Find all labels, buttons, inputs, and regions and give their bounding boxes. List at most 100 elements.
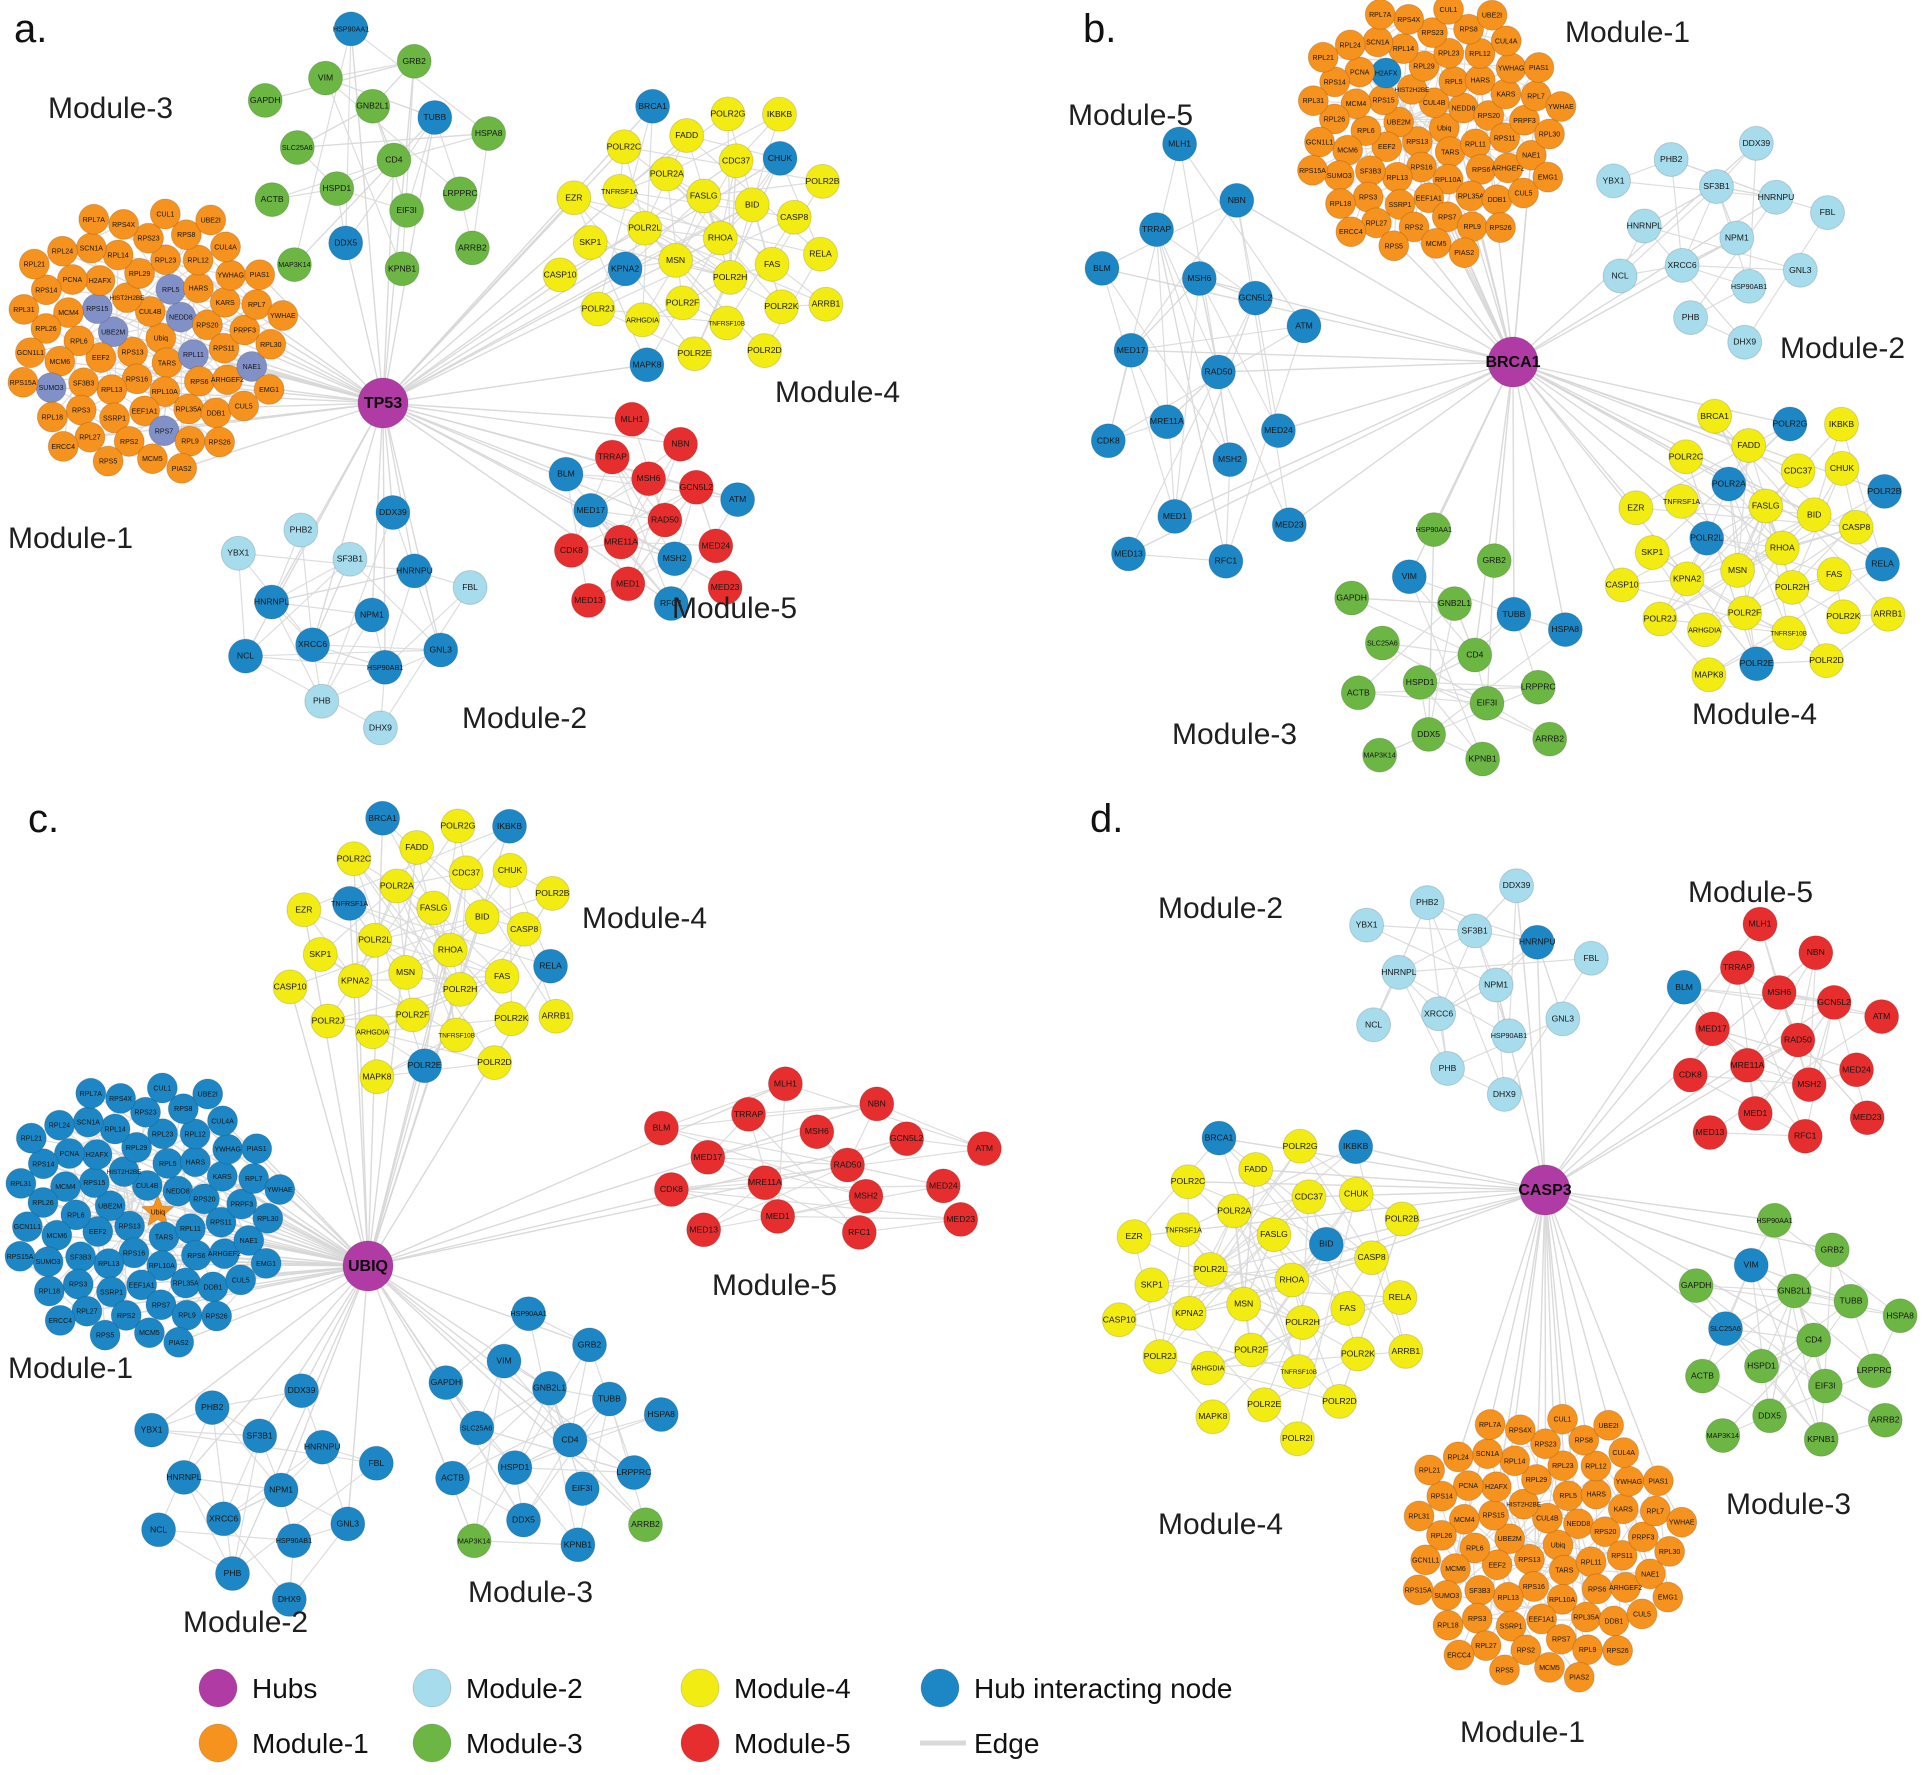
network-node[interactable]: HNRNPL	[1381, 954, 1417, 990]
network-node[interactable]: SF3B1	[1699, 169, 1734, 204]
network-node[interactable]: HSP90AB1	[1731, 268, 1767, 304]
network-node[interactable]: HSP90AB1	[276, 1523, 312, 1559]
network-node[interactable]: IKBKB	[762, 96, 797, 132]
network-node[interactable]: CUL1	[1547, 1403, 1578, 1435]
network-node[interactable]: DDX5	[1411, 716, 1447, 752]
network-node[interactable]: RPL5	[152, 1147, 184, 1179]
network-node[interactable]: RPS20	[1589, 1516, 1621, 1548]
network-node[interactable]: RHOA	[432, 932, 468, 968]
network-node[interactable]: CUL4B	[134, 296, 166, 327]
network-node[interactable]: MRE11A	[1149, 404, 1185, 440]
network-node[interactable]: FBL	[1573, 940, 1609, 976]
network-node[interactable]: ARRB2	[1867, 1402, 1903, 1438]
network-node[interactable]: UBE2I	[1476, 0, 1508, 31]
network-node[interactable]: RPS4X	[108, 208, 140, 240]
network-node[interactable]: ARHGDIA	[1687, 612, 1722, 648]
network-node[interactable]: TRRAP	[731, 1096, 766, 1132]
network-node[interactable]: PRPF3	[229, 314, 261, 346]
network-node[interactable]: POLR2F	[1727, 595, 1763, 631]
network-node[interactable]: NBN	[663, 426, 698, 462]
network-node[interactable]: POLR2C	[606, 129, 642, 165]
network-node[interactable]: POLR2A	[1711, 466, 1747, 502]
network-node[interactable]: NPM1	[263, 1472, 299, 1508]
network-node[interactable]: YBX1	[1349, 907, 1385, 943]
network-node[interactable]: HNRNPU	[396, 553, 433, 589]
network-node[interactable]: MAPK8	[629, 347, 665, 383]
network-node[interactable]: FBL	[1810, 195, 1845, 231]
network-node[interactable]: PHB	[304, 683, 340, 719]
network-node[interactable]: RPL35A	[173, 393, 205, 425]
network-node[interactable]: H2AFX	[1480, 1471, 1512, 1503]
network-node[interactable]: DDB1	[200, 397, 232, 429]
network-node[interactable]: CDC37	[448, 855, 484, 891]
network-node[interactable]: CDK8	[653, 1172, 689, 1207]
network-node[interactable]: DDX39	[1499, 868, 1534, 904]
network-node[interactable]: TRRAP	[1139, 212, 1174, 248]
network-node[interactable]: POLR2K	[764, 289, 799, 325]
network-node[interactable]: RAD50	[1780, 1022, 1816, 1058]
network-node[interactable]: POLR2B	[805, 163, 840, 199]
network-node[interactable]: POLR2G	[1282, 1128, 1318, 1164]
network-node[interactable]: DHX9	[271, 1581, 307, 1617]
network-node[interactable]: SCN1A	[1362, 26, 1394, 58]
network-node[interactable]: GNB2L1	[355, 88, 391, 124]
network-node[interactable]: CDK8	[1090, 423, 1126, 459]
network-node[interactable]: TNFRSF10B	[708, 305, 745, 341]
network-node[interactable]: RPS3	[65, 394, 97, 426]
network-node[interactable]: NCL	[1602, 258, 1638, 294]
network-node[interactable]: CUL5	[228, 390, 260, 422]
network-node[interactable]: RPL5	[1552, 1480, 1584, 1512]
network-node[interactable]: RPS26	[1485, 212, 1516, 243]
network-node[interactable]: SSRP1	[99, 402, 130, 434]
network-node[interactable]: MAP3K14	[1362, 737, 1398, 773]
network-node[interactable]: HIST2H2BE	[1506, 1488, 1541, 1520]
network-node[interactable]: CUL4A	[207, 1105, 238, 1137]
network-node[interactable]: GNB2L1	[1776, 1273, 1812, 1309]
network-node[interactable]: EEF1A1	[1413, 182, 1445, 214]
network-node[interactable]: KARS	[206, 1160, 238, 1192]
network-node[interactable]: POLR2B	[1384, 1201, 1420, 1237]
network-node[interactable]: RPL31	[8, 293, 40, 325]
network-node[interactable]: CD4	[552, 1422, 588, 1458]
network-node[interactable]: MLH1	[1742, 906, 1778, 942]
network-node[interactable]: EZR	[1116, 1219, 1152, 1255]
network-node[interactable]: POLR2G	[440, 808, 476, 844]
network-node[interactable]: RFC1	[841, 1214, 877, 1250]
network-node[interactable]: MRE11A	[603, 524, 639, 560]
network-node[interactable]: KPNB1	[560, 1527, 596, 1563]
network-node[interactable]: XRCC6	[295, 627, 331, 663]
network-node[interactable]: RPL30	[1534, 118, 1565, 150]
network-node[interactable]: RHOA	[1764, 530, 1800, 566]
network-node[interactable]: PHB2	[1653, 142, 1689, 177]
network-node[interactable]: POLR2F	[665, 285, 701, 321]
network-node[interactable]: LRPPRC	[1856, 1353, 1892, 1389]
network-node[interactable]: ARHGEF2	[208, 1238, 241, 1270]
network-node[interactable]: BLM	[1666, 969, 1702, 1005]
network-node[interactable]: DHX9	[362, 710, 398, 746]
network-node[interactable]: RPS8	[170, 219, 202, 251]
network-node[interactable]: SUMO3	[35, 372, 67, 404]
network-node[interactable]: LRPPRC	[442, 176, 478, 212]
network-node[interactable]: CUL5	[1626, 1598, 1658, 1630]
network-node[interactable]: RPS14	[27, 1148, 59, 1180]
network-node[interactable]: HIST2H2BE	[1395, 73, 1430, 105]
network-node[interactable]: RPL23	[1433, 37, 1465, 69]
network-node[interactable]: MED17	[573, 492, 609, 528]
network-node[interactable]: TNFRSF10B	[438, 1017, 475, 1053]
network-node[interactable]: MCM6	[1440, 1553, 1471, 1585]
network-node[interactable]: GNB2L1	[532, 1370, 567, 1406]
network-node[interactable]: VIM	[1391, 559, 1427, 595]
network-node[interactable]: FADD	[1238, 1152, 1274, 1187]
network-node[interactable]: SLC25A6	[1708, 1311, 1743, 1347]
network-node[interactable]: SF3B1	[332, 541, 368, 577]
network-node[interactable]: FAS	[1330, 1290, 1366, 1326]
network-node[interactable]: POLR2C	[1170, 1164, 1206, 1200]
network-node[interactable]: FBL	[452, 570, 488, 605]
network-node[interactable]: KARS	[1607, 1493, 1639, 1525]
network-node[interactable]: CASP8	[506, 911, 542, 947]
network-node[interactable]: PHB	[1673, 300, 1709, 336]
network-node[interactable]: EEF2	[85, 342, 117, 373]
network-node[interactable]: HSP90AA1	[333, 11, 369, 47]
network-node[interactable]: RPL23	[150, 244, 182, 276]
network-node[interactable]: EZR	[286, 892, 322, 928]
